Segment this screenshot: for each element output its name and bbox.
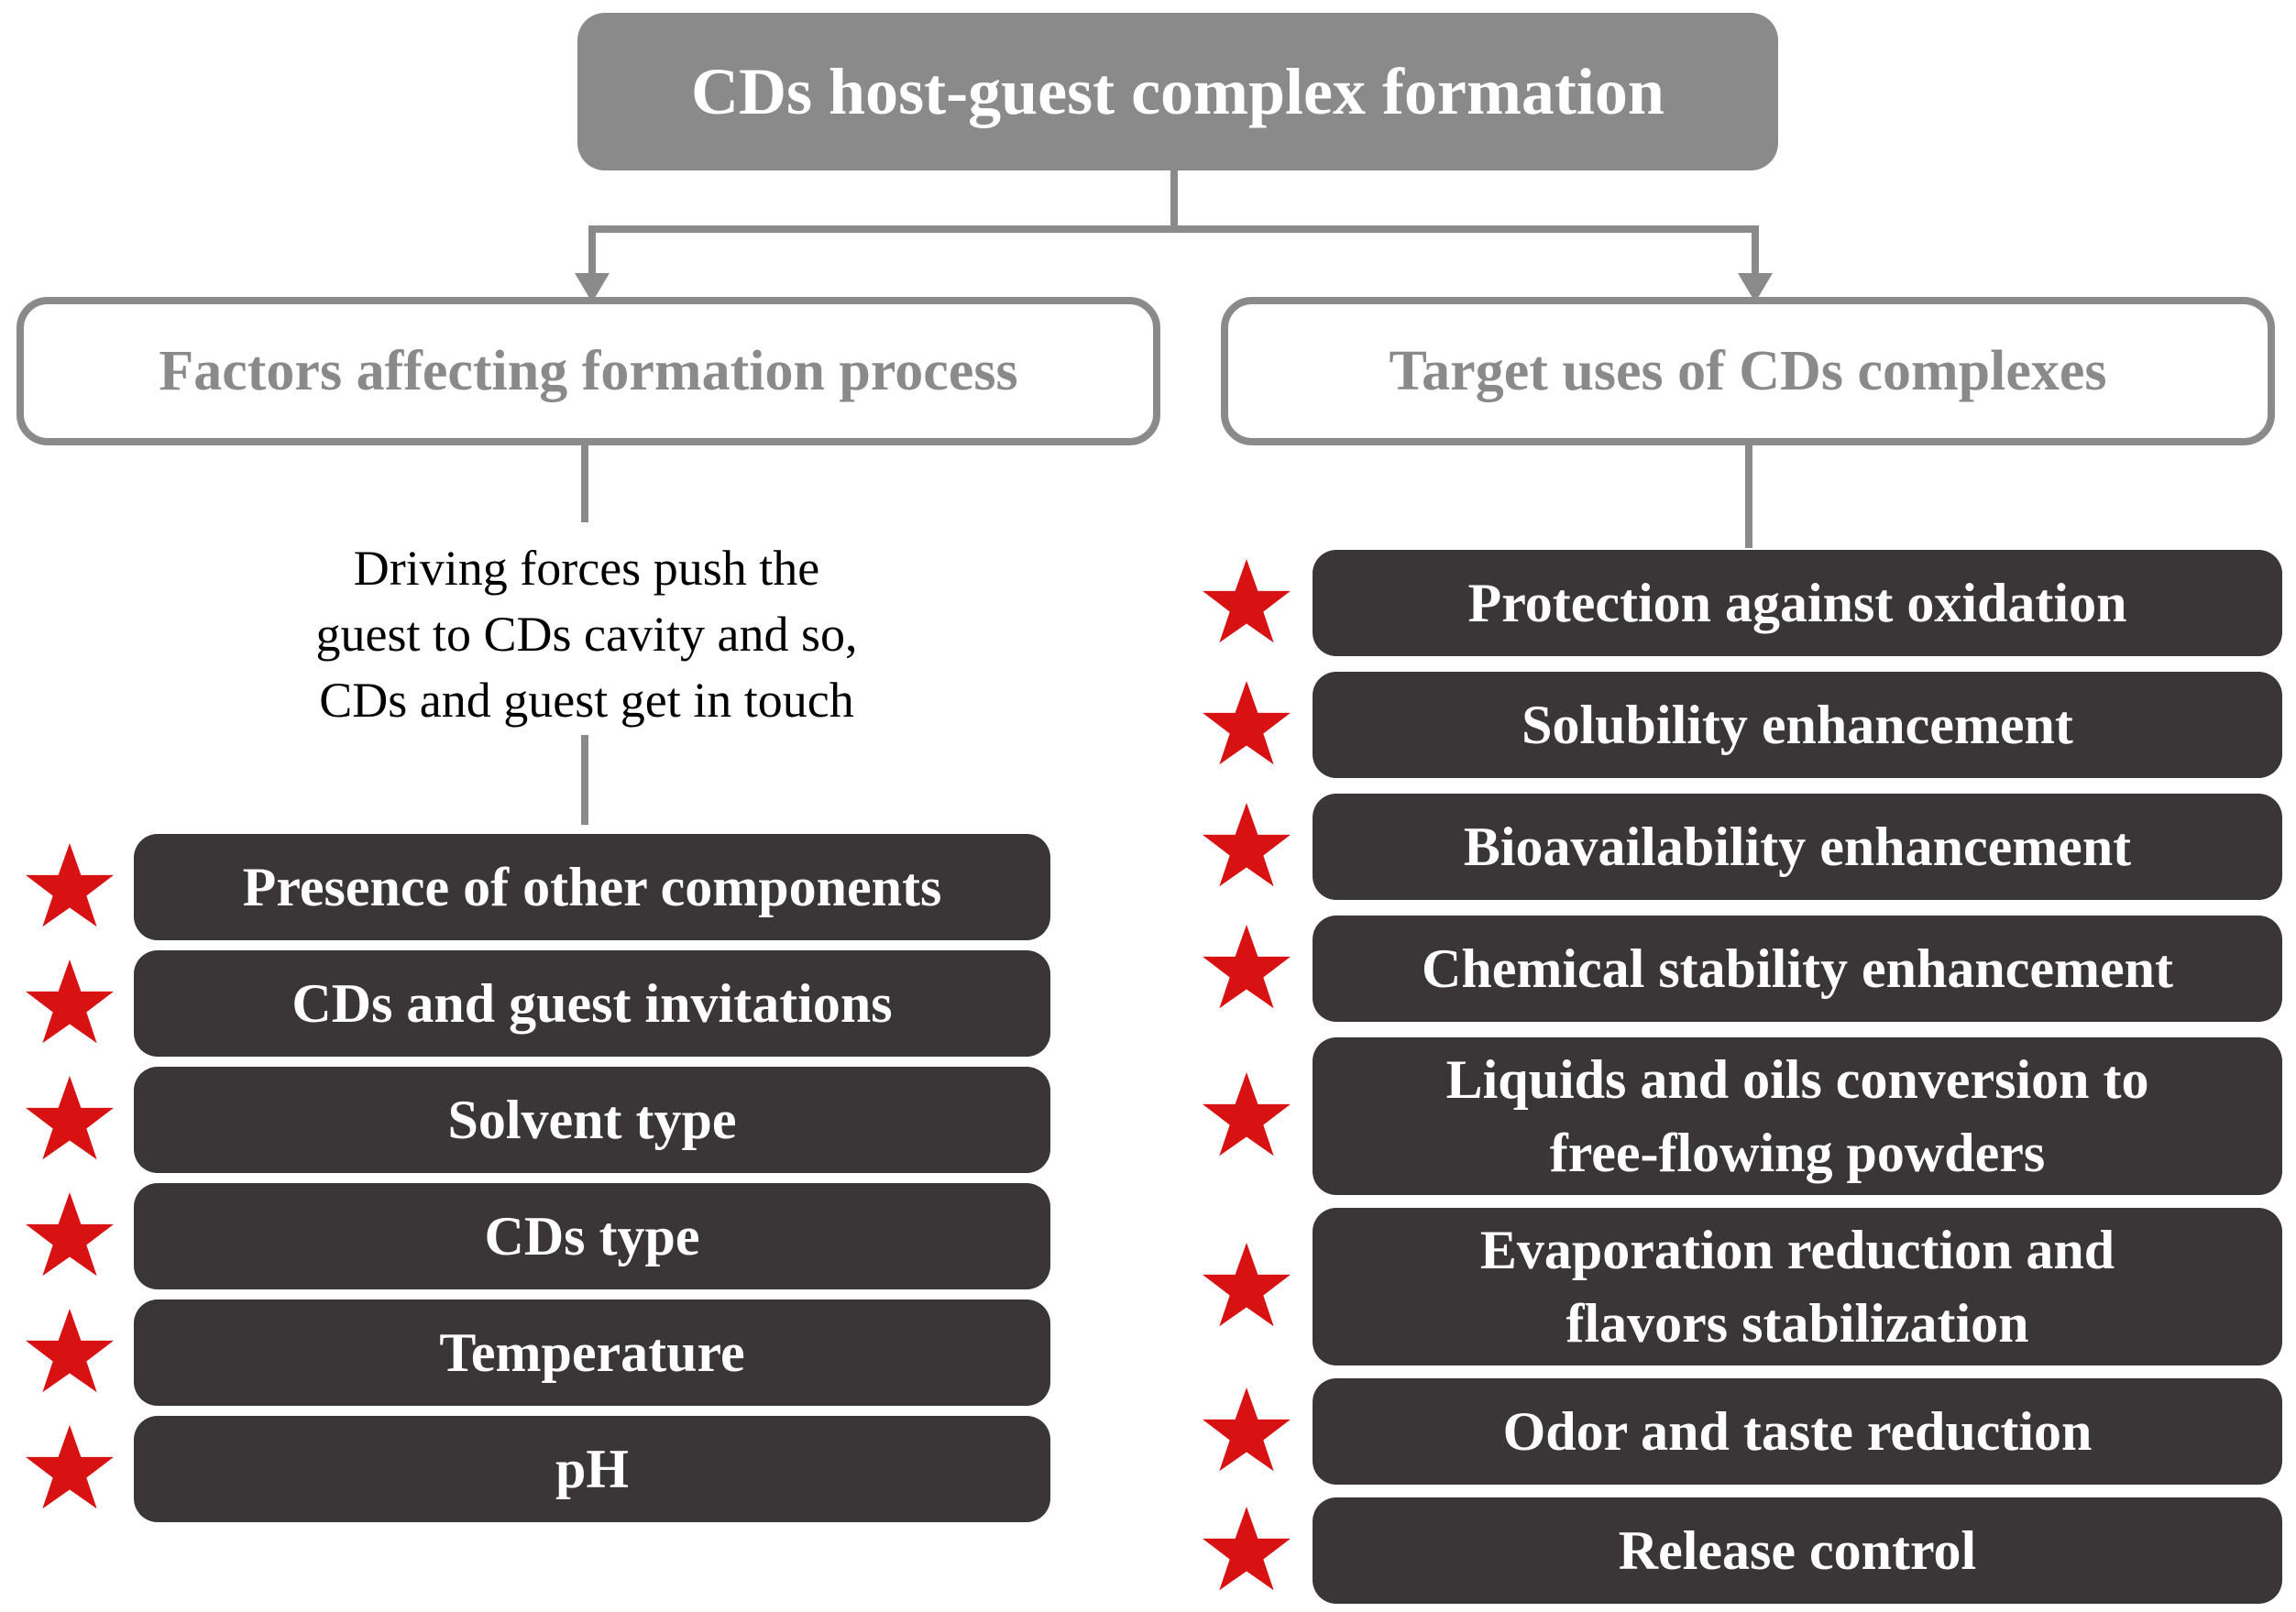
star-icon — [1203, 559, 1291, 643]
star-icon — [1203, 1072, 1291, 1157]
use-item-3: Chemical stability enhancement — [1313, 916, 2282, 1022]
factor-item-0: Presence of other components — [134, 834, 1050, 940]
use-item-7: Release control — [1313, 1497, 2282, 1604]
connector-root-stem — [1170, 170, 1178, 229]
factor-item-2: Solvent type — [134, 1067, 1050, 1173]
connector-left-note-top — [581, 445, 588, 522]
factor-item-5: pH — [134, 1416, 1050, 1522]
star-icon — [26, 843, 114, 927]
factor-item-3: CDs type — [134, 1183, 1050, 1289]
connector-right-branch-line — [1752, 225, 1759, 275]
right-branch-header: Target uses of CDs complexes — [1221, 297, 2275, 445]
star-icon — [26, 1192, 114, 1277]
connector-horizontal-bar — [588, 225, 1759, 233]
factor-item-4: Temperature — [134, 1299, 1050, 1406]
star-icon — [1203, 803, 1291, 887]
connector-left-branch-line — [588, 225, 596, 275]
use-item-5: Evaporation reduction and flavors stabil… — [1313, 1208, 2282, 1365]
star-icon — [26, 1425, 114, 1509]
driving-forces-note: Driving forces push the guest to CDs cav… — [315, 541, 858, 728]
factor-item-1: CDs and guest invitations — [134, 950, 1050, 1057]
star-icon — [26, 1309, 114, 1393]
use-item-6: Odor and taste reduction — [1313, 1378, 2282, 1485]
use-item-4: Liquids and oils conversion to free-flow… — [1313, 1037, 2282, 1195]
star-icon — [1203, 1243, 1291, 1327]
star-icon — [1203, 1507, 1291, 1591]
star-icon — [26, 1076, 114, 1160]
star-icon — [1203, 1387, 1291, 1472]
use-item-2: Bioavailability enhancement — [1313, 794, 2282, 900]
root-node-title: CDs host-guest complex formation — [577, 13, 1778, 170]
star-icon — [1203, 925, 1291, 1009]
connector-left-note-bottom — [581, 735, 588, 825]
left-branch-header: Factors affecting formation process — [16, 297, 1160, 445]
star-icon — [1203, 681, 1291, 765]
use-item-0: Protection against oxidation — [1313, 550, 2282, 656]
connector-right-stem — [1745, 445, 1752, 548]
star-icon — [26, 960, 114, 1044]
use-item-1: Solubility enhancement — [1313, 672, 2282, 778]
